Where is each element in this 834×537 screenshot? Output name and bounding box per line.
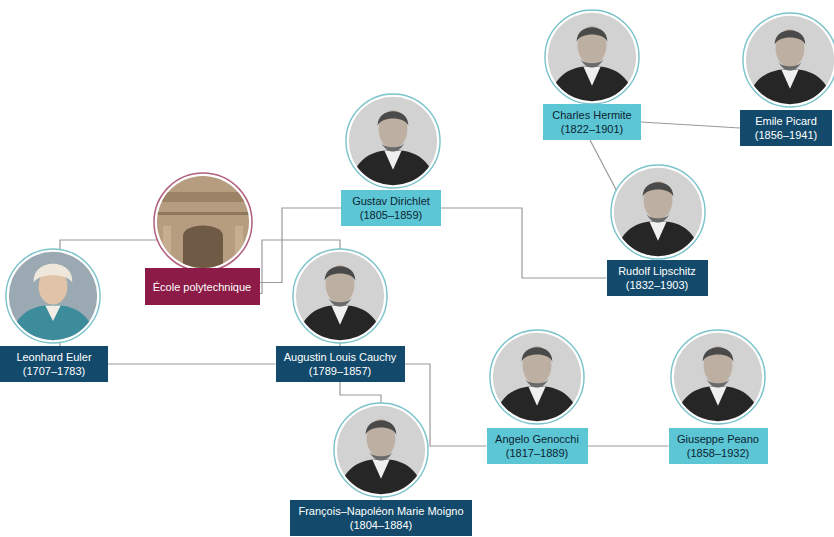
portrait: [610, 164, 706, 260]
name-box: École polytechnique: [145, 268, 260, 305]
person-name: Emile Picard: [755, 114, 817, 128]
person-name: Rudolf Lipschitz: [618, 264, 696, 278]
lineage-line: [108, 363, 276, 364]
portrait: [292, 248, 388, 344]
person-name: Gustav Dirichlet: [352, 194, 430, 208]
portrait: [742, 12, 834, 108]
portrait: [345, 93, 441, 189]
name-box: Rudolf Lipschitz(1832–1903): [607, 260, 708, 296]
life-dates: (1707–1783): [23, 364, 85, 378]
portrait: [333, 402, 429, 498]
life-dates: (1789–1857): [309, 364, 371, 378]
name-box: Giuseppe Peano(1858–1932): [669, 428, 768, 464]
portrait: [5, 248, 101, 344]
lineage-line: [588, 445, 669, 446]
person-name: Giuseppe Peano: [677, 432, 759, 446]
life-dates: (1832–1903): [626, 278, 688, 292]
name-box: François–Napoléon Marie Moigno(1804–1884…: [290, 500, 472, 536]
portrait: [489, 329, 585, 425]
life-dates: (1858–1932): [687, 446, 749, 460]
person-name: Leonhard Euler: [16, 350, 91, 364]
building-photo: [153, 172, 253, 272]
name-box: Emile Picard(1856–1941): [740, 110, 832, 146]
portrait: [670, 329, 766, 425]
name-box: Gustav Dirichlet(1805–1859): [341, 190, 441, 226]
person-name: Angelo Genocchi: [495, 432, 579, 446]
life-dates: (1804–1884): [350, 518, 412, 532]
name-box: Leonhard Euler(1707–1783): [0, 346, 108, 382]
life-dates: (1856–1941): [755, 128, 817, 142]
lineage-line: [641, 122, 740, 128]
life-dates: (1805–1859): [360, 208, 422, 222]
person-name: Augustin Louis Cauchy: [284, 350, 397, 364]
life-dates: (1822–1901): [561, 122, 623, 136]
name-box: Augustin Louis Cauchy(1789–1857): [276, 346, 405, 382]
portrait: [544, 9, 640, 105]
person-name: François–Napoléon Marie Moigno: [298, 504, 463, 518]
lineage-line: [441, 208, 607, 278]
name-box: Angelo Genocchi(1817–1889): [487, 428, 588, 464]
name-box: Charles Hermite(1822–1901): [543, 104, 641, 140]
person-name: École polytechnique: [153, 280, 251, 294]
person-name: Charles Hermite: [552, 108, 631, 122]
life-dates: (1817–1889): [506, 446, 568, 460]
